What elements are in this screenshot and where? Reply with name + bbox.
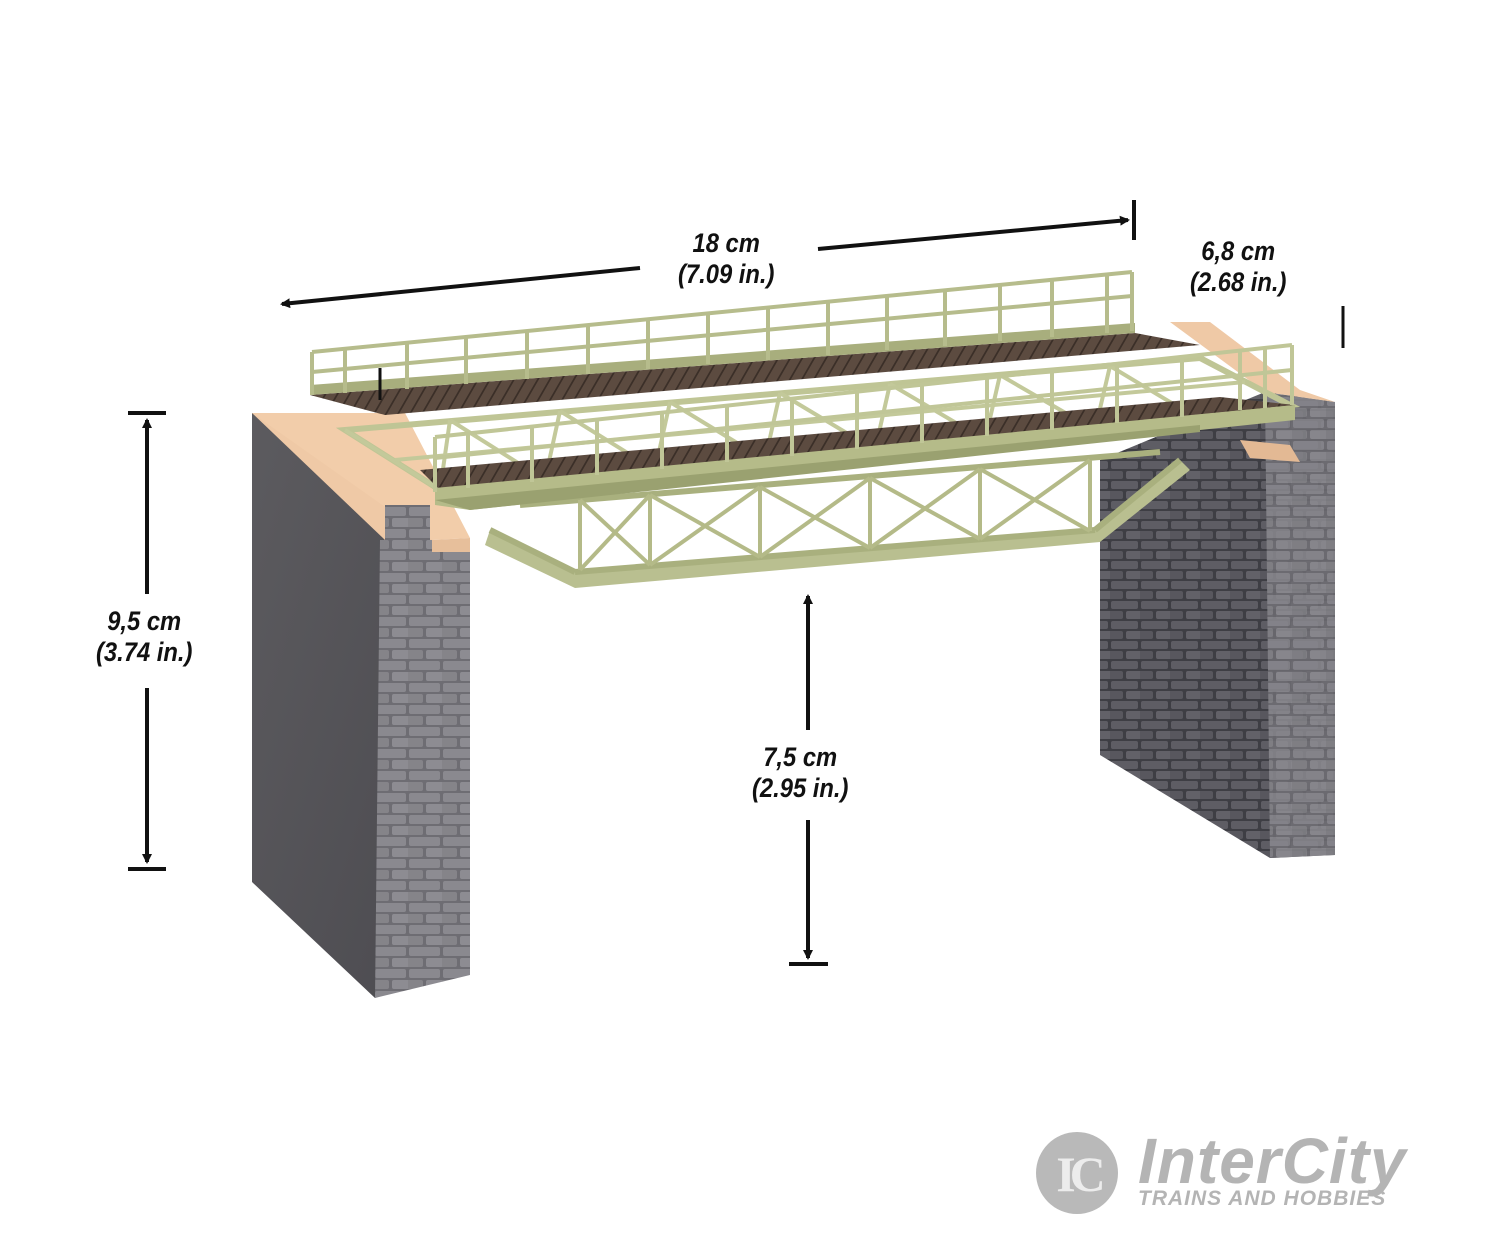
height-imperial: (3.74 in.)	[96, 637, 193, 667]
width-metric: 6,8 cm	[1201, 236, 1276, 266]
clearance-dimension-line	[789, 594, 828, 966]
clearance-metric: 7,5 cm	[763, 742, 838, 772]
near-railing	[433, 343, 1294, 492]
far-walkway-deck	[310, 333, 1200, 415]
bridge-underframe	[485, 460, 1190, 588]
height-metric: 9,5 cm	[107, 606, 182, 636]
left-abutment-stone-wall	[375, 540, 470, 998]
length-dimension-line	[280, 200, 1136, 309]
height-label: 9,5 cm (3.74 in.)	[96, 606, 192, 668]
intercity-watermark-logo: IC InterCity TRAINS AND HOBBIES	[1036, 1126, 1456, 1220]
width-label: 6,8 cm (2.68 in.)	[1190, 236, 1286, 298]
clearance-imperial: (2.95 in.)	[752, 773, 849, 803]
truss-bridge	[310, 270, 1301, 588]
far-railing	[310, 270, 1134, 395]
ic-logo-icon: IC	[1036, 1132, 1118, 1214]
length-label: 18 cm (7.09 in.)	[678, 228, 774, 290]
brand-name: InterCity	[1138, 1125, 1407, 1197]
length-imperial: (7.09 in.)	[678, 259, 775, 289]
ic-monogram: IC	[1056, 1146, 1106, 1202]
length-metric: 18 cm	[692, 228, 760, 258]
left-abutment	[252, 413, 470, 998]
right-abutment-cap	[1170, 322, 1335, 402]
width-imperial: (2.68 in.)	[1190, 267, 1287, 297]
brand-tagline: TRAINS AND HOBBIES	[1138, 1187, 1387, 1210]
right-abutment	[1100, 322, 1335, 858]
clearance-label: 7,5 cm (2.95 in.)	[752, 742, 848, 804]
height-dimension-line	[128, 411, 166, 871]
